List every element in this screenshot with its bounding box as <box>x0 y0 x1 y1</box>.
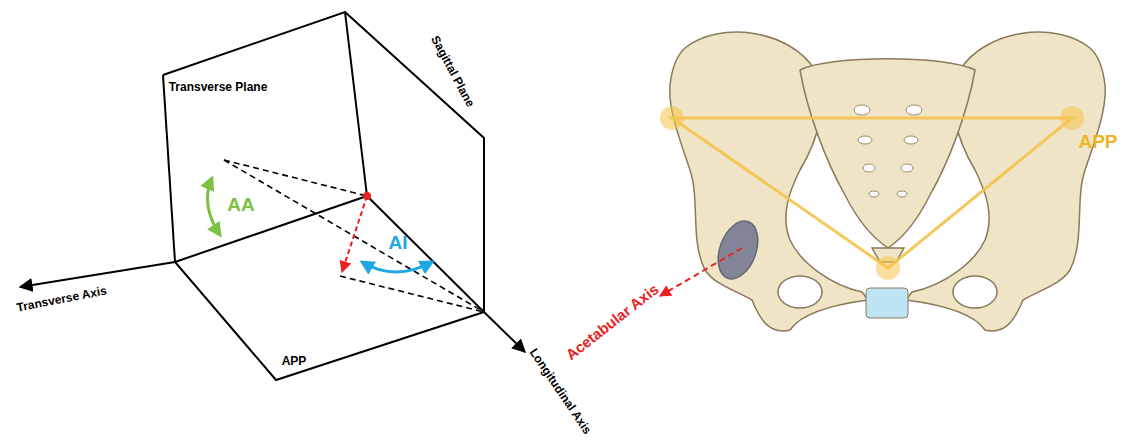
transverse-axis <box>20 262 175 287</box>
angle-label: AA <box>227 195 254 216</box>
ai-arc <box>362 262 432 272</box>
sagittal-plane <box>345 12 484 312</box>
transverse-plane-edge <box>163 75 175 262</box>
projection-lines <box>224 160 484 312</box>
angle-label: AI <box>389 233 408 254</box>
acetabular-axis-vector <box>342 196 367 272</box>
app-plane <box>175 196 484 380</box>
plane-label: Transverse Plane <box>169 81 268 94</box>
pelvis-illustration <box>670 32 1105 331</box>
origin-dot <box>363 192 371 200</box>
aa-arc <box>208 178 221 235</box>
acetabular-axis-leader <box>660 248 742 296</box>
plane-label: Sagittal Plane <box>428 34 477 110</box>
axis-label: Transverse Axis <box>16 285 108 315</box>
obturator-foramen-right <box>953 276 997 308</box>
obturator-foramen-left <box>778 276 822 308</box>
axis-label: Longitudinal Axis <box>527 347 594 437</box>
pubic-symphysis <box>866 288 908 318</box>
app-triangle <box>660 106 1084 280</box>
axis-label: Acetabular Axis <box>562 281 661 363</box>
plane-label: APP <box>282 355 307 368</box>
longitudinal-axis <box>484 312 525 352</box>
transverse-plane <box>163 12 367 196</box>
app-label: APP <box>1078 132 1117 153</box>
plane-diagram <box>20 12 525 380</box>
